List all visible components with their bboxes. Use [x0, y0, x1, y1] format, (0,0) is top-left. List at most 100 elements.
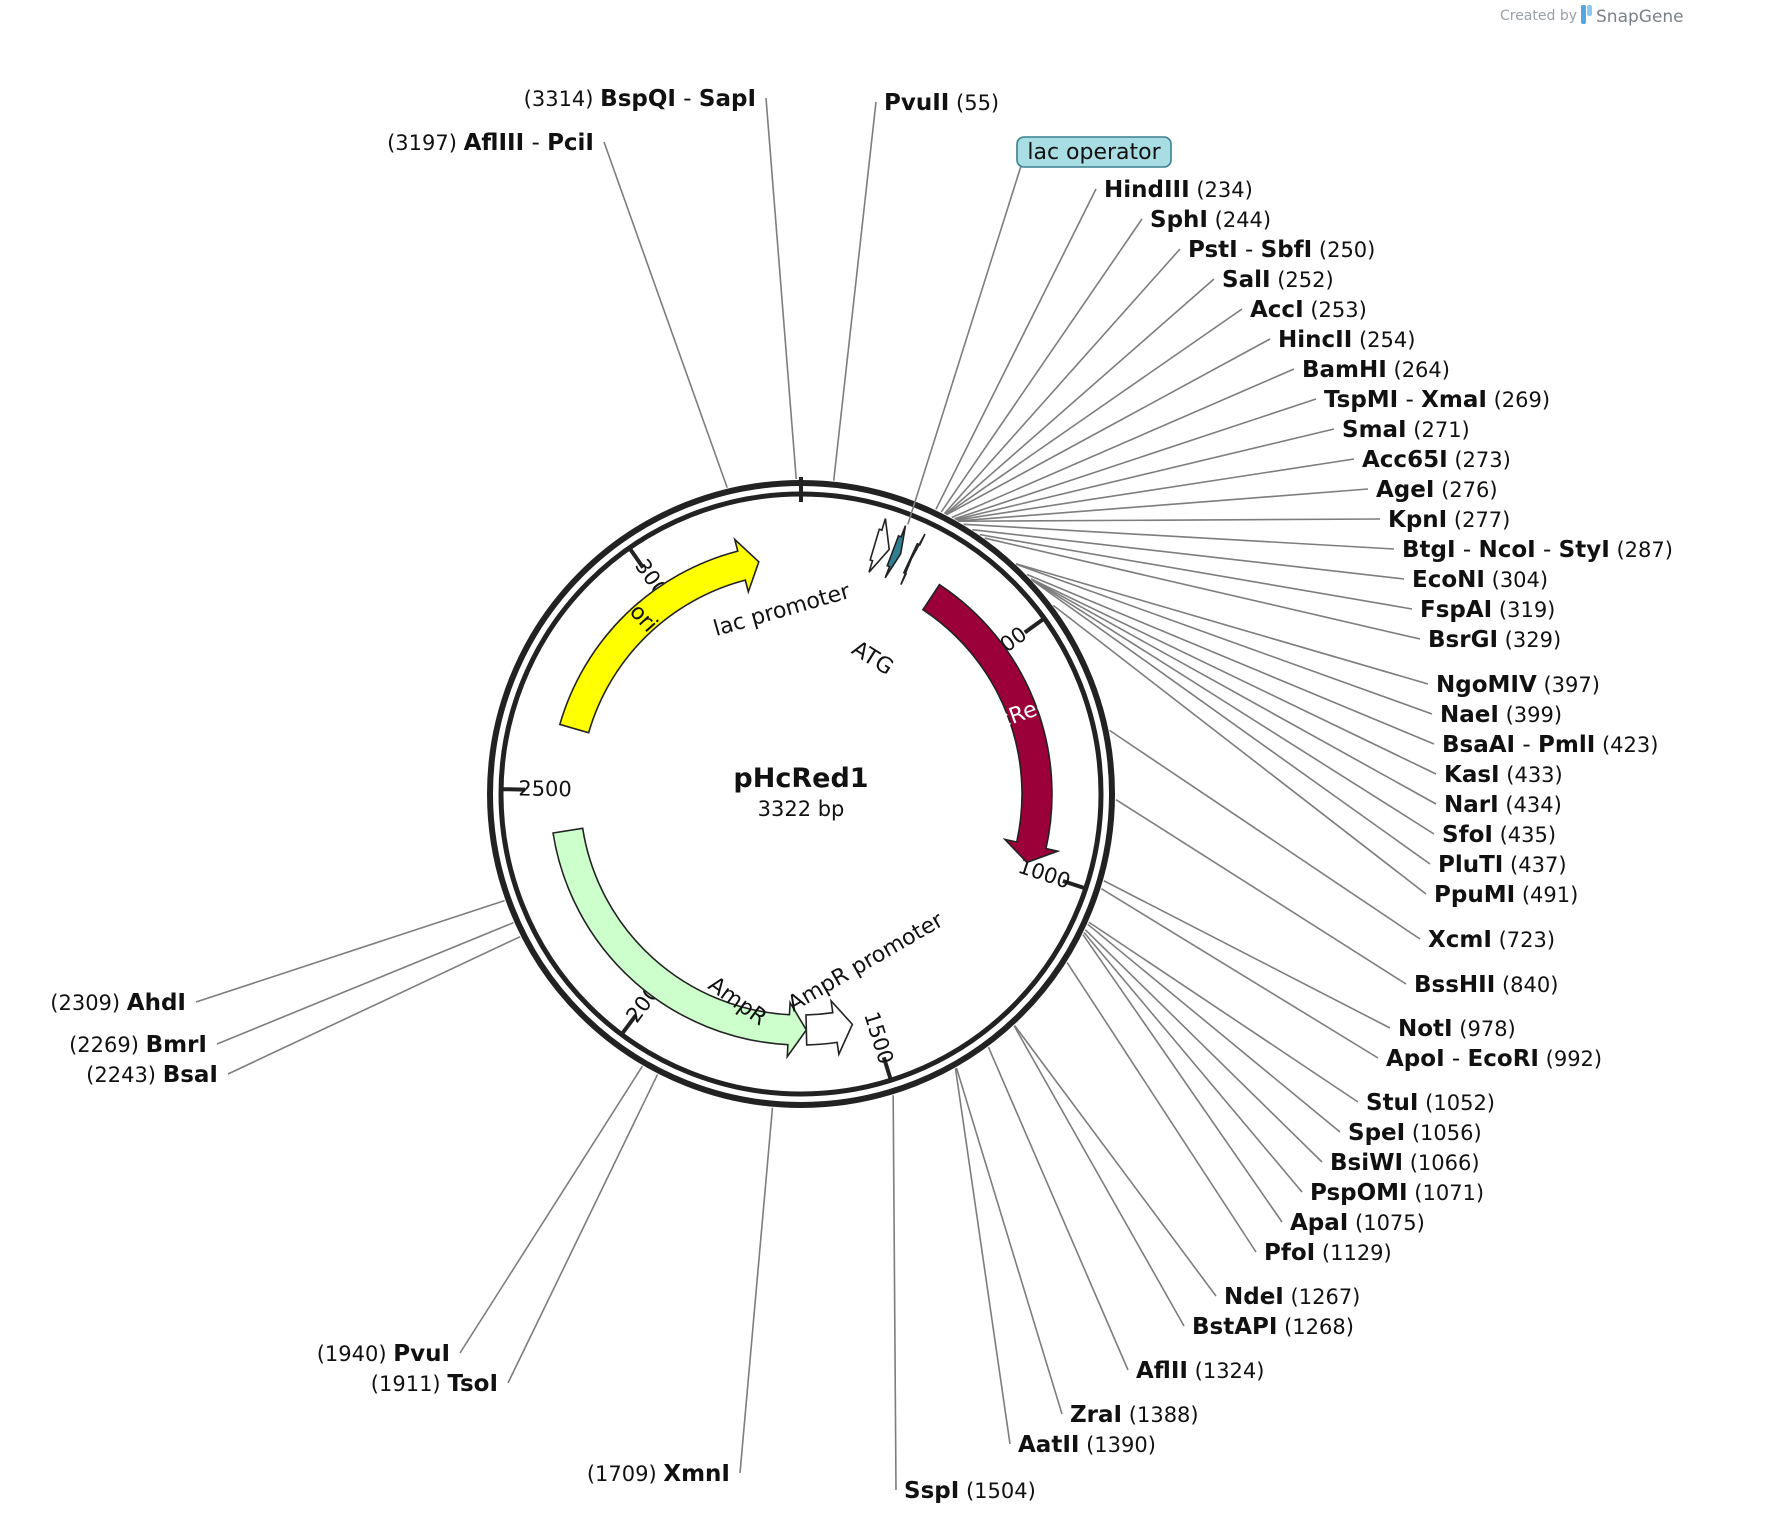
site-position: (244): [1208, 208, 1271, 232]
site-label-kasi[interactable]: KasI (433): [1444, 762, 1563, 788]
site-label-pvui[interactable]: (1940) PvuI: [317, 1341, 450, 1367]
site-label-apoi-ecori[interactable]: ApoI - EcoRI (992): [1386, 1046, 1602, 1072]
leader-acci: [945, 308, 1243, 516]
leader-aatii: [954, 1068, 1011, 1445]
site-label-ppumi[interactable]: PpuMI (491): [1434, 882, 1578, 908]
site-label-apai[interactable]: ApaI (1075): [1290, 1210, 1425, 1236]
tick-1500: [881, 1056, 893, 1079]
site-label-nari[interactable]: NarI (434): [1444, 792, 1562, 818]
tick-1000: [1062, 879, 1085, 890]
site-separator: -: [1456, 537, 1479, 563]
site-label-acci[interactable]: AccI (253): [1250, 297, 1367, 323]
site-label-bstapi[interactable]: BstAPI (1268): [1192, 1314, 1354, 1340]
enzyme-name: NaeI: [1440, 702, 1499, 728]
site-label-pspomi[interactable]: PspOMI (1071): [1310, 1180, 1484, 1206]
site-label-pfoi[interactable]: PfoI (1129): [1264, 1240, 1392, 1266]
enzyme-name: ApaI: [1290, 1210, 1348, 1236]
leader-agei: [958, 488, 1369, 522]
callout-label: lac operator: [1027, 140, 1161, 165]
site-position: (2243): [86, 1063, 163, 1087]
enzyme-name: KasI: [1444, 762, 1500, 788]
site-label-bspqi-sapi[interactable]: (3314) BspQI - SapI: [524, 86, 756, 112]
callout-lac-operator[interactable]: lac operator: [907, 136, 1172, 525]
site-label-bsiwi[interactable]: BsiWI (1066): [1330, 1150, 1480, 1176]
site-label-pluti[interactable]: PluTI (437): [1438, 852, 1567, 878]
site-label-bsai[interactable]: (2243) BsaI: [86, 1062, 218, 1088]
enzyme-name: KpnI: [1388, 507, 1447, 533]
enzyme-name: PvuI: [393, 1341, 450, 1367]
leader-hincii: [946, 338, 1271, 516]
site-position: (1390): [1079, 1433, 1156, 1457]
site-label-hincii[interactable]: HincII (254): [1278, 327, 1415, 353]
site-label-bamhi[interactable]: BamHI (264): [1302, 357, 1450, 383]
site-label-sali[interactable]: SalI (252): [1222, 267, 1334, 293]
feature-hcred1[interactable]: [921, 583, 1061, 864]
enzyme-name: NarI: [1444, 792, 1499, 818]
enzyme-name: XcmI: [1428, 927, 1492, 953]
site-label-aatii[interactable]: AatII (1390): [1018, 1432, 1156, 1458]
site-label-afliii-pcii[interactable]: (3197) AflIII - PciI: [387, 130, 594, 156]
site-label-kpni[interactable]: KpnI (277): [1388, 507, 1510, 533]
leader-bsai: [227, 935, 521, 1075]
site-label-naei[interactable]: NaeI (399): [1440, 702, 1562, 728]
plasmid-length: 3322 bp: [758, 797, 845, 821]
feature-atg[interactable]: [900, 533, 926, 585]
site-label-bsshii[interactable]: BssHII (840): [1414, 972, 1558, 998]
site-label-hindiii[interactable]: HindIII (234): [1104, 177, 1253, 203]
site-label-noti[interactable]: NotI (978): [1398, 1016, 1516, 1042]
feature-lac-operator[interactable]: [884, 525, 907, 579]
leader-sspi: [892, 1095, 897, 1491]
enzyme-name: PmlI: [1538, 732, 1595, 758]
enzyme-name: BsaI: [163, 1062, 218, 1088]
site-label-bmri[interactable]: (2269) BmrI: [69, 1032, 207, 1058]
site-label-bsrgi[interactable]: BsrGI (329): [1428, 627, 1561, 653]
site-labels: (3314) BspQI - SapI (3197) AflIII - PciI P…: [50, 86, 1673, 1504]
site-label-pvuii[interactable]: PvuII (55): [884, 90, 999, 116]
site-label-zrai[interactable]: ZraI (1388): [1070, 1402, 1199, 1428]
enzyme-name: BmrI: [146, 1032, 207, 1058]
site-label-agei[interactable]: AgeI (276): [1376, 477, 1498, 503]
site-position: (1129): [1315, 1241, 1392, 1265]
site-label-ndei[interactable]: NdeI (1267): [1224, 1284, 1360, 1310]
leader-psti-sbfi: [943, 248, 1181, 515]
tick-label-1500: 1500: [859, 1009, 898, 1067]
enzyme-name: NcoI: [1478, 537, 1535, 563]
credit-brand: SnapGene: [1596, 7, 1684, 27]
site-label-spei[interactable]: SpeI (1056): [1348, 1120, 1482, 1146]
site-label-aflii[interactable]: AflII (1324): [1136, 1358, 1264, 1384]
site-label-xcmi[interactable]: XcmI (723): [1428, 927, 1555, 953]
site-label-acc65i[interactable]: Acc65I (273): [1362, 447, 1511, 473]
site-position: (435): [1493, 823, 1556, 847]
site-position: (264): [1387, 358, 1450, 382]
feature-ampr-promoter[interactable]: [805, 998, 854, 1058]
site-label-sspi[interactable]: SspI (1504): [904, 1478, 1036, 1504]
site-position: (287): [1610, 538, 1673, 562]
enzyme-name: AflIII: [464, 130, 525, 156]
site-label-psti-sbfi[interactable]: PstI - SbfI (250): [1188, 237, 1375, 263]
site-label-ahdi[interactable]: (2309) AhdI: [50, 990, 186, 1016]
site-label-ngomiv[interactable]: NgoMIV (397): [1436, 672, 1600, 698]
site-separator: -: [1398, 387, 1421, 413]
leader-xmni: [739, 1107, 774, 1474]
site-label-bsaai-pmli[interactable]: BsaAI - PmlI (423): [1442, 732, 1658, 758]
site-label-btgi-ncoi-styi[interactable]: BtgI - NcoI - StyI (287): [1402, 537, 1673, 563]
credit-badge[interactable]: Created by SnapGene: [1500, 5, 1684, 27]
site-label-smai[interactable]: SmaI (271): [1342, 417, 1470, 443]
leader-hindiii: [935, 188, 1097, 510]
leader-sphi: [940, 218, 1143, 513]
site-label-sfoi[interactable]: SfoI (435): [1442, 822, 1556, 848]
site-label-stui[interactable]: StuI (1052): [1366, 1090, 1495, 1116]
site-label-econi[interactable]: EcoNI (304): [1412, 567, 1548, 593]
feature-lac-promoter[interactable]: [868, 518, 891, 573]
site-label-tsoi[interactable]: (1911) TsoI: [371, 1371, 498, 1397]
site-label-fspai[interactable]: FspAI (319): [1420, 597, 1555, 623]
site-position: (423): [1595, 733, 1658, 757]
feature-ori[interactable]: [558, 537, 760, 734]
feature-ampr[interactable]: [552, 827, 808, 1060]
site-label-sphi[interactable]: SphI (244): [1150, 207, 1271, 233]
enzyme-name: BssHII: [1414, 972, 1495, 998]
site-label-tspmi-xmai[interactable]: TspMI - XmaI (269): [1324, 387, 1550, 413]
site-label-xmni[interactable]: (1709) XmnI: [587, 1461, 730, 1487]
callout-leader: [907, 165, 1022, 525]
site-position: (1066): [1403, 1151, 1480, 1175]
